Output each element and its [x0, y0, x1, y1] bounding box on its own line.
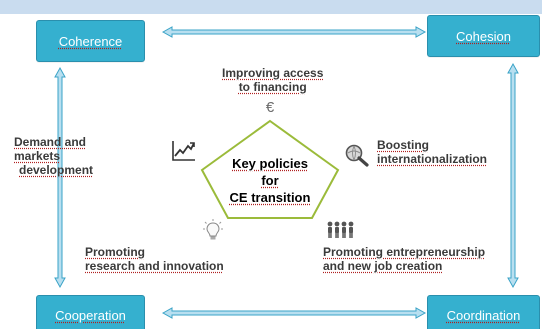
cooperation-label: Cooperation	[55, 308, 126, 323]
cooperation-box: Cooperation	[36, 295, 145, 329]
entrepreneurship-label: Promoting entrepreneurship and new job c…	[323, 245, 485, 273]
central-title-line-3: CE transition	[229, 190, 311, 205]
financing-label: Improving access to financing	[222, 66, 323, 94]
people-group-icon	[327, 221, 354, 238]
arrow-left	[54, 66, 66, 289]
boosting-label-line-1: Boosting	[377, 138, 429, 152]
magnifier-globe-icon	[345, 144, 369, 167]
cohesion-box: Cohesion	[427, 15, 540, 57]
boosting-label-line-2: internationalization	[377, 152, 488, 166]
arrow-right	[507, 62, 519, 289]
boosting-label: Boosting internationalization	[377, 138, 487, 166]
financing-label-line-1: Improving access	[222, 66, 324, 80]
demand-label-line-1: Demand and	[14, 135, 87, 149]
central-title-line-2: for	[261, 173, 279, 188]
central-pentagon	[200, 119, 340, 219]
euro-icon: €	[265, 98, 275, 116]
lightbulb-icon	[203, 219, 223, 240]
central-title: Key policies for CE transition	[220, 155, 320, 206]
research-label-line-1: Promoting	[85, 245, 145, 259]
financing-label-line-2: to financing	[238, 80, 307, 94]
coordination-box: Coordination	[427, 295, 540, 329]
coherence-label: Coherence	[58, 33, 123, 49]
research-label-line-2: research and innovation	[85, 259, 224, 273]
demand-label-line-3: development	[19, 163, 94, 177]
arrow-top	[161, 26, 427, 38]
demand-label-line-2: markets	[14, 149, 61, 163]
central-title-line-1: Key policies	[232, 156, 308, 171]
entrepreneurship-label-line-1: Promoting entrepreneurship	[323, 245, 486, 259]
research-label: Promoting research and innovation	[85, 245, 224, 273]
coordination-label: Coordination	[446, 308, 521, 323]
growth-chart-icon	[172, 141, 195, 161]
cohesion-label: Cohesion	[456, 28, 511, 44]
demand-label: Demand and markets development	[14, 135, 93, 177]
arrow-bottom	[161, 307, 427, 319]
coherence-box: Coherence	[36, 20, 145, 62]
entrepreneurship-label-line-2: and new job creation	[323, 259, 443, 273]
